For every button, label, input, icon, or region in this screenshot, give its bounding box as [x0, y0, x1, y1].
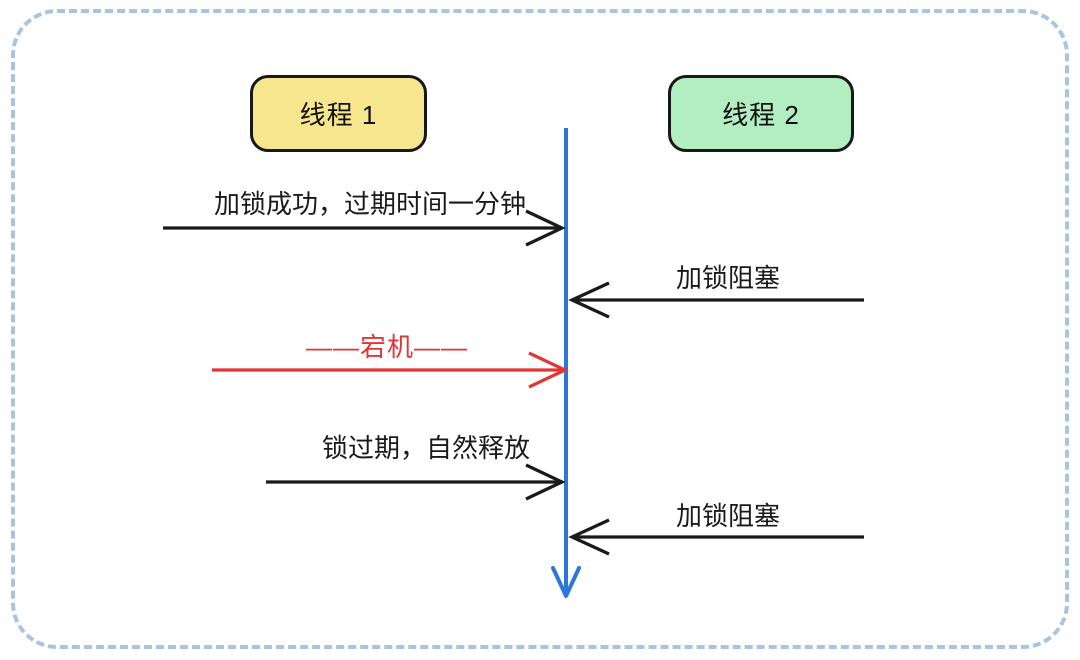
arrow-msg-5 — [568, 518, 864, 556]
arrow-msg-2 — [568, 281, 864, 319]
diagram-border — [11, 9, 1069, 649]
actor-thread2: 线程 2 — [668, 75, 854, 152]
arrowhead-left-icon — [568, 281, 610, 319]
message-label-lock-block-1: 加锁阻塞 — [675, 263, 780, 293]
arrow-msg-4 — [266, 463, 566, 501]
lifeline — [551, 128, 581, 598]
arrow-msg-1 — [163, 209, 566, 247]
arrowhead-right-icon — [525, 209, 566, 247]
message-label-lock-expired: 锁过期，自然释放 — [321, 433, 530, 463]
lifeline-arrowhead-icon — [551, 566, 581, 598]
arrowhead-left-icon — [568, 518, 610, 556]
message-label-crash: ——宕机—— — [305, 332, 468, 362]
arrowhead-right-icon — [528, 351, 569, 389]
arrow-msg-3-crash — [212, 351, 569, 389]
actor-thread1: 线程 1 — [250, 75, 427, 152]
message-label-lock-success: 加锁成功，过期时间一分钟 — [213, 189, 526, 219]
actor-thread2-label: 线程 2 — [722, 100, 800, 130]
message-label-lock-block-2: 加锁阻塞 — [675, 501, 780, 531]
arrowhead-right-icon — [525, 463, 566, 501]
actor-thread1-label: 线程 1 — [299, 100, 378, 130]
